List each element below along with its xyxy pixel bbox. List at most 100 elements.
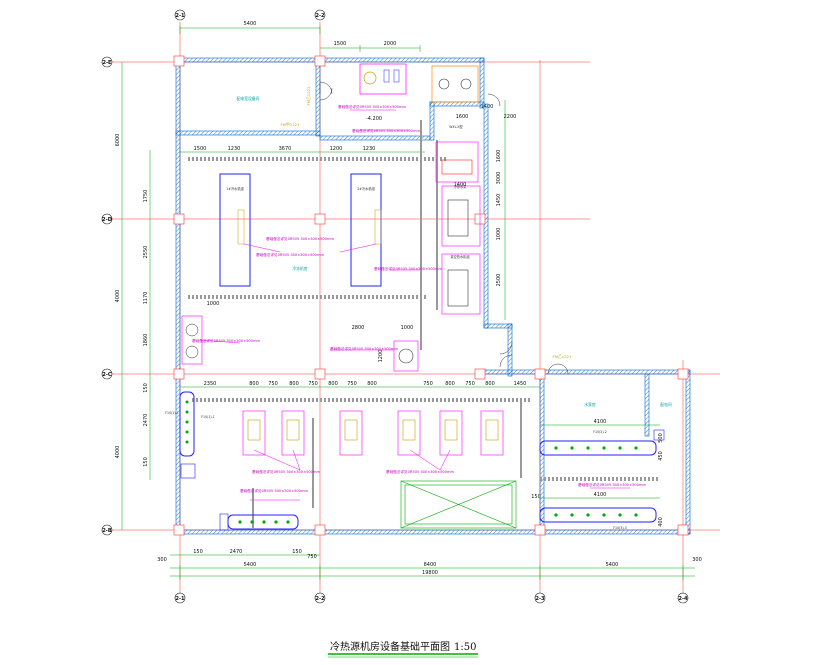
svg-text:800: 800 [328, 381, 338, 387]
svg-text:1170: 1170 [143, 292, 149, 305]
svg-text:1230: 1230 [363, 146, 376, 152]
svg-text:800: 800 [445, 381, 455, 387]
pump-unit-label: 冷却水泵 [454, 184, 468, 189]
svg-text:450: 450 [658, 451, 664, 461]
tank-label-1: F10(1)-1 [165, 411, 179, 415]
tag-2: 基础做法详见0R505 300×300×500mm [352, 128, 420, 133]
svg-text:300: 300 [692, 557, 702, 563]
axis-row-2-e: 2-E [101, 56, 113, 68]
svg-text:750: 750 [308, 381, 318, 387]
svg-text:2#冷水机组: 2#冷水机组 [357, 186, 375, 191]
svg-text:150: 150 [143, 457, 149, 467]
tag-8: 基础做法详见0R505 300×300×500mm [252, 469, 320, 474]
svg-text:150: 150 [143, 383, 149, 393]
columns [173, 55, 689, 536]
tag-10: 基础做法详见0R505 300×300×500mm [240, 488, 308, 493]
svg-text:2470: 2470 [230, 549, 243, 555]
svg-text:1450: 1450 [496, 194, 502, 207]
svg-text:1450: 1450 [514, 381, 527, 387]
dim-left-2: 4000 [115, 290, 121, 303]
axis-col-2-2-bottom: 2-2 [314, 592, 326, 604]
svg-text:300: 300 [157, 557, 167, 563]
tag-6: 基础做法详见0R505 300×300×500mm [192, 338, 260, 343]
svg-text:2550: 2550 [143, 246, 149, 259]
room-label-mid: 冷冻机房 [292, 266, 307, 271]
svg-text:2-E: 2-E [103, 60, 113, 66]
mid-boiler-unit [393, 340, 419, 372]
horizontal-tank-right-2 [539, 507, 657, 523]
svg-text:750: 750 [307, 554, 317, 560]
axis-row-2-c: 2-C [101, 368, 113, 380]
svg-text:1750: 1750 [143, 190, 149, 203]
dim-left-3: 4000 [115, 446, 121, 459]
svg-text:1230: 1230 [228, 146, 241, 152]
svg-text:2-D: 2-D [102, 217, 112, 223]
door-label-1: FM甲1221 [281, 122, 301, 127]
svg-text:2-1: 2-1 [175, 596, 185, 602]
svg-text:5400: 5400 [244, 562, 257, 568]
pump-stack [435, 141, 481, 315]
pump-row [242, 410, 504, 456]
drawing-title: 冷热源机房设备基础平面图 1:50 [328, 640, 478, 658]
svg-text:2350: 2350 [204, 381, 217, 387]
svg-text:3670: 3670 [279, 146, 292, 152]
boiler-label: 真空热水机组 [450, 254, 470, 259]
svg-text:1500: 1500 [194, 146, 207, 152]
axis-col-2-3-bottom: 2-3 [534, 592, 546, 604]
tag-1: 基础做法详见0R505 300×300×500mm [338, 104, 406, 109]
dim-left-1: 6000 [115, 134, 121, 147]
tank-label-2: F10(2)-2 [593, 430, 607, 434]
svg-text:800: 800 [367, 381, 377, 387]
axis-col-2-4-bottom: 2-4 [677, 592, 689, 604]
svg-text:4100: 4100 [594, 492, 607, 498]
axis-row-2-d: 2-D [101, 213, 113, 225]
svg-text:400: 400 [658, 517, 664, 527]
door-label-2: FM乙1221 [306, 86, 311, 106]
axis-col-2-2-top: 2-2 [314, 9, 326, 21]
left-tank-vertical [179, 391, 195, 457]
svg-text:2200: 2200 [504, 114, 517, 120]
svg-text:4100: 4100 [594, 419, 607, 425]
svg-text:1000: 1000 [401, 325, 414, 331]
tank-label-3: F10(3)-3 [613, 526, 627, 530]
svg-text:2500: 2500 [496, 274, 502, 287]
top-right-unit [431, 65, 479, 103]
svg-text:750: 750 [347, 381, 357, 387]
svg-text:1200: 1200 [330, 146, 343, 152]
svg-text:2470: 2470 [143, 414, 149, 427]
svg-text:800: 800 [289, 381, 299, 387]
svg-text:500: 500 [658, 433, 664, 443]
pipe-runs [188, 120, 660, 528]
svg-text:150: 150 [531, 494, 541, 500]
door-label-3: FM乙1221 [553, 354, 573, 359]
svg-text:1000: 1000 [496, 228, 502, 241]
equipment: 1#冷水机组 2#冷水机组 [179, 63, 665, 531]
doors [319, 81, 569, 375]
room-label-pump: 水泵房 [584, 402, 596, 407]
floor-opening [400, 480, 517, 529]
svg-text:2-2: 2-2 [315, 596, 325, 602]
pump-top-label: WXL-K型 [449, 124, 463, 129]
tag-3: 基础做法详见0R505 300×300×500mm [266, 236, 334, 241]
axis-row-2-b: 2-B [101, 524, 113, 536]
svg-text:2-1: 2-1 [175, 13, 185, 19]
dimension-lines [121, 26, 695, 580]
svg-text:1200: 1200 [378, 350, 384, 363]
svg-text:2800: 2800 [352, 325, 365, 331]
room-label-power: 配电间 [660, 402, 672, 407]
svg-text:2-C: 2-C [102, 372, 112, 378]
tank-label-1b: F10(1)-1 [201, 415, 215, 419]
svg-text:800: 800 [249, 381, 259, 387]
grid-lines [110, 22, 720, 600]
svg-text:2-2: 2-2 [315, 13, 325, 19]
dim-top-span: 5400 [244, 21, 257, 27]
svg-text:1400: 1400 [454, 182, 467, 188]
leader-lines [199, 109, 630, 501]
svg-text:2-4: 2-4 [678, 596, 688, 602]
svg-text:1600: 1600 [456, 114, 469, 120]
water-heater-unit [359, 63, 407, 95]
svg-text:5400: 5400 [606, 562, 619, 568]
svg-text:750: 750 [268, 381, 278, 387]
svg-text:800: 800 [485, 381, 495, 387]
